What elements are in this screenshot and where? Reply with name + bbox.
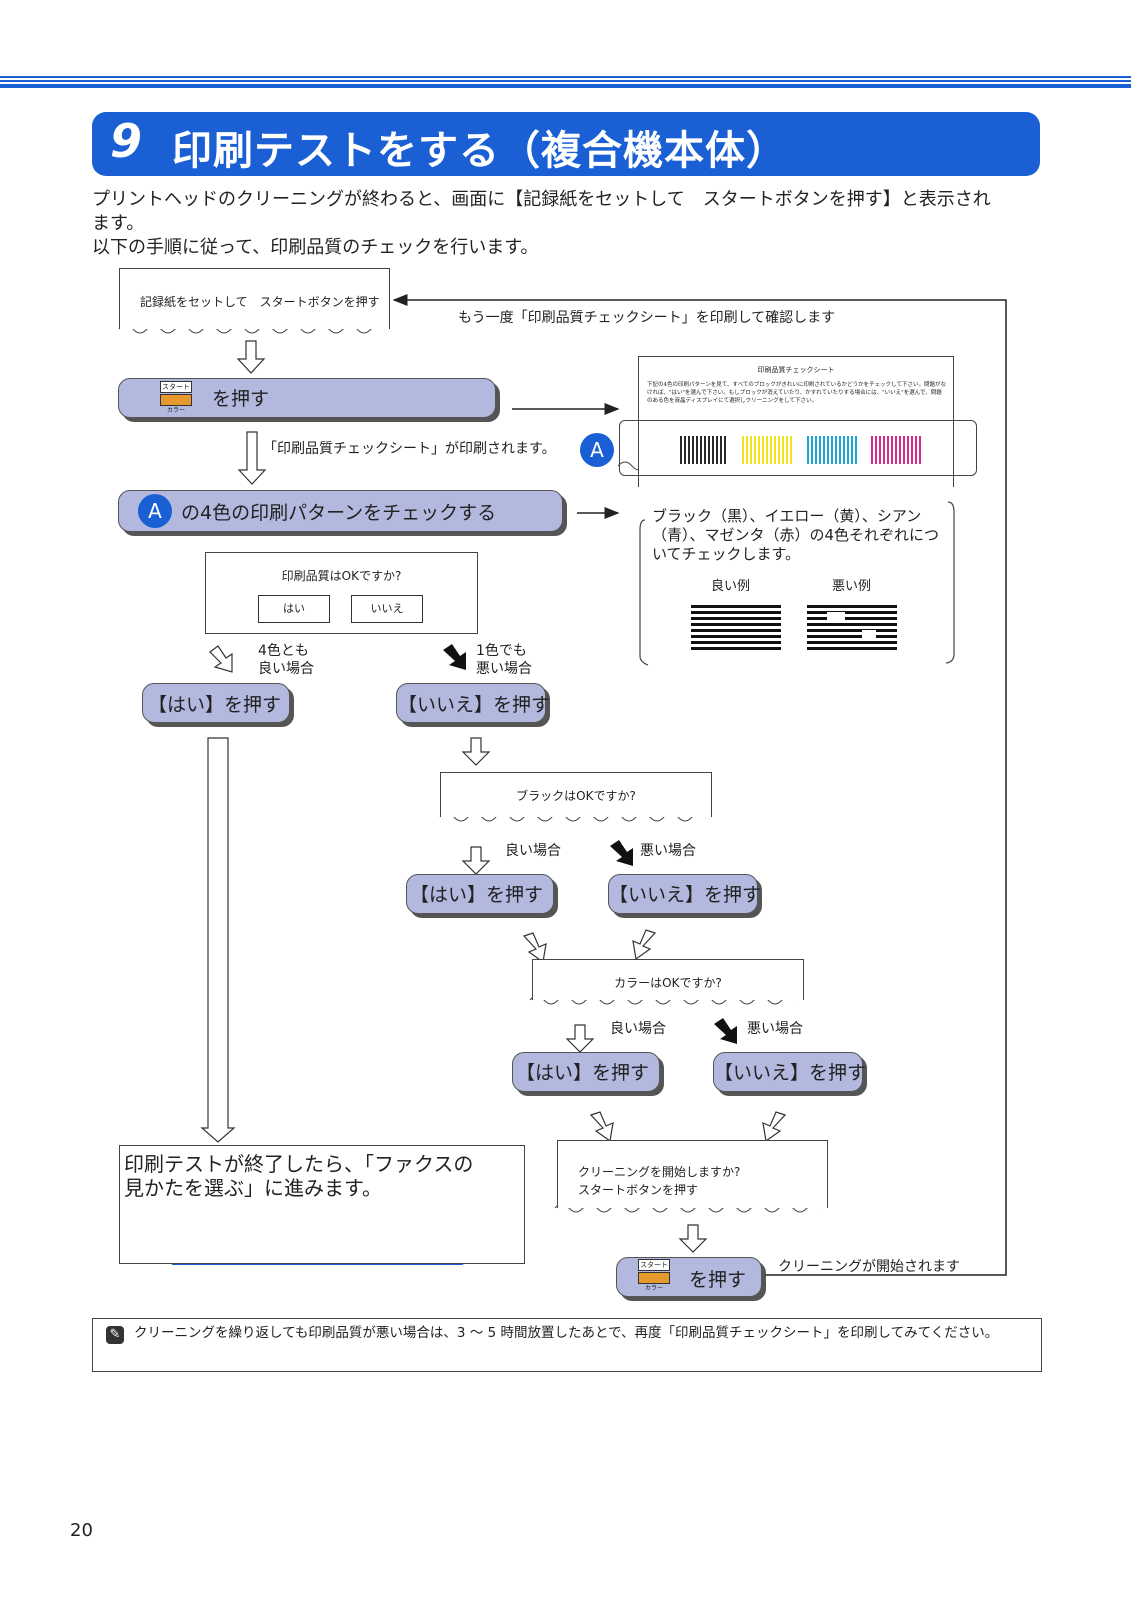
title-bar [92, 112, 1040, 176]
lcd-text: スタートボタンを押す [578, 1183, 699, 1197]
lcd-text: クリーニングを開始しますか? [578, 1165, 741, 1179]
intro-line-1: プリントヘッドのクリーニングが終わると、画面に【記録紙をセットして スタートボタ… [92, 189, 991, 210]
page-number: 20 [70, 1520, 93, 1541]
lcd-text: 記録紙をセットして スタートボタンを押す [140, 295, 380, 309]
fax-view-link[interactable]: ファクスの見かたを選ぶ（複合機本体）（21 ページ） [177, 1219, 516, 1235]
press-yes-label: 【はい】を押す [410, 884, 544, 906]
start-key-icon: スタート カラー [160, 381, 192, 414]
intro-line-2: ます。 [92, 213, 145, 234]
section-number: 9 [110, 114, 143, 168]
sheet-printed-label: 「印刷品質チェックシート」が印刷されます。 [263, 441, 556, 457]
marker-a-icon: A [580, 433, 614, 467]
pattern-highlight [619, 420, 977, 476]
press-no-button[interactable] [396, 683, 546, 723]
header-rule [0, 76, 1131, 78]
press-no-label: 【いいえ】を押す [714, 1062, 867, 1084]
note-icon: ✎ [106, 1326, 124, 1344]
page-title: 印刷テストをする（複合機本体） [172, 128, 787, 174]
press-yes-label: 【はい】を押す [148, 694, 282, 716]
yellow-pattern [742, 436, 792, 464]
marker-a-icon: A [138, 494, 172, 528]
bad-example-pattern [807, 604, 897, 650]
end-box [119, 1145, 525, 1264]
bad-case-label: 悪い場合 [640, 843, 696, 859]
one-bad-label: 1色でも 悪い場合 [476, 643, 532, 677]
press-yes-button[interactable] [142, 683, 290, 723]
press-no-label: 【いいえ】を押す [609, 884, 762, 906]
check-pattern-label: の4色の印刷パターンをチェックする [181, 502, 497, 524]
good-case-label: 良い場合 [610, 1021, 666, 1037]
intro-line-3: 以下の手順に従って、印刷品質のチェックを行います。 [92, 237, 539, 258]
lcd-screen-black-ok: ブラックはOKですか? [440, 772, 712, 817]
all-good-label: 4色とも 良い場合 [258, 643, 314, 677]
press-no-button[interactable] [713, 1052, 863, 1092]
cleaning-starts-label: クリーニングが開始されます [778, 1259, 960, 1275]
lcd-screen-color-ok: カラーはOKですか? [532, 959, 804, 1000]
lcd-text: カラーはOKですか? [614, 976, 722, 990]
sheet-title: 印刷品質チェックシート [757, 366, 835, 374]
magenta-pattern [871, 436, 921, 464]
press-yes-button[interactable] [512, 1052, 660, 1092]
lcd-no-button[interactable]: いいえ [351, 595, 423, 623]
lcd-text: ブラックはOKですか? [516, 789, 636, 803]
good-case-label: 良い場合 [505, 843, 561, 859]
reprint-note: もう一度「印刷品質チェックシート」を印刷して確認します [458, 310, 836, 326]
start-key-icon: スタート カラー [638, 1259, 670, 1292]
check-pattern-step [118, 490, 563, 532]
bad-example-label: 悪い例 [832, 579, 872, 594]
black-pattern [680, 436, 728, 464]
lcd-screen-set-paper: 記録紙をセットして スタートボタンを押す [119, 268, 390, 329]
bad-case-label: 悪い場合 [747, 1021, 803, 1037]
end-text-1: 印刷テストが終了したら、「ファクスの [124, 1152, 474, 1176]
press-yes-button[interactable] [406, 874, 554, 914]
press-no-button[interactable] [608, 874, 758, 914]
note-box [92, 1318, 1042, 1372]
press-no-label: 【いいえ】を押す [398, 694, 551, 716]
lcd-screen-cleaning: クリーニングを開始しますか? スタートボタンを押す [557, 1140, 828, 1208]
lcd-yes-button[interactable]: はい [258, 595, 330, 623]
cyan-pattern [807, 436, 857, 464]
press-label: を押す [689, 1269, 747, 1291]
header-rule [0, 84, 1131, 88]
good-example-pattern [691, 604, 781, 650]
lcd-screen-quality-ok: 印刷品質はOKですか? はい いいえ [205, 552, 478, 634]
header-rule [0, 80, 1131, 82]
press-label: を押す [212, 388, 270, 410]
press-yes-label: 【はい】を押す [516, 1062, 650, 1084]
good-example-label: 良い例 [711, 579, 751, 594]
check-explanation: ブラック（黒）、イエロー（黄）、シアン（青）、マゼンタ（赤）の4色それぞれについ… [652, 507, 940, 563]
note-text: クリーニングを繰り返しても印刷品質が悪い場合は、3 ～ 5 時間放置したあとで、… [134, 1325, 999, 1341]
lcd-text: 印刷品質はOKですか? [281, 569, 402, 583]
quality-check-sheet: 印刷品質チェックシート 下記の4色の印刷パターンを見て、すべてのブロックがきれい… [638, 356, 954, 487]
end-text-2: 見かたを選ぶ」に進みます。 [124, 1176, 382, 1200]
sheet-body: 下記の4色の印刷パターンを見て、すべてのブロックがきれいに印刷されているかどうか… [647, 382, 947, 404]
